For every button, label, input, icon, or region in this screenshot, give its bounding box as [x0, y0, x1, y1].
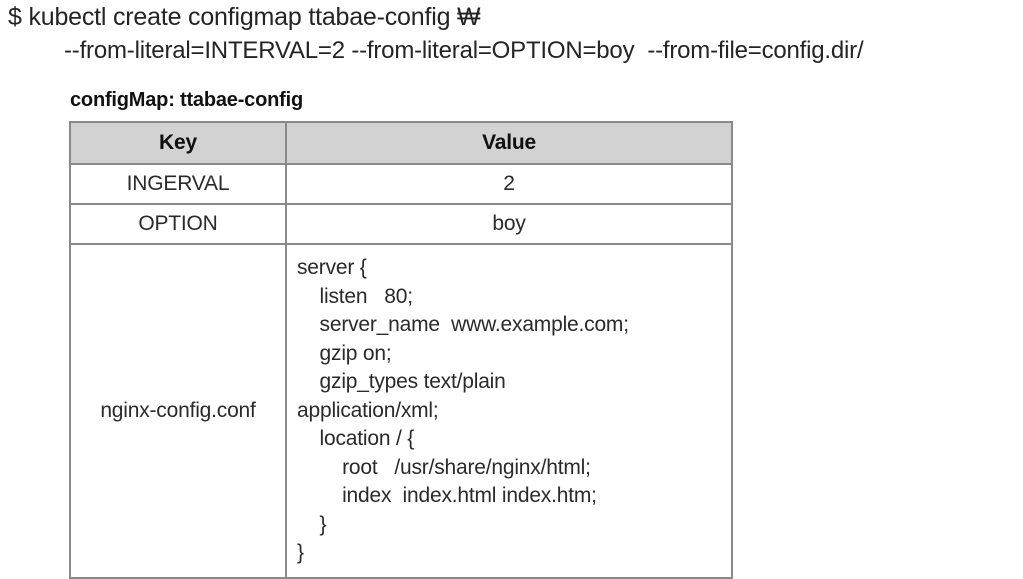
cell-key: OPTION [69, 203, 287, 245]
terminal-command-block: $ kubectl create configmap ttabae-config… [8, 0, 1018, 68]
column-header-key: Key [69, 121, 287, 165]
cell-key-filename: nginx-config.conf [69, 243, 287, 579]
table-row: INGERVAL 2 [69, 163, 733, 205]
cell-value: 2 [285, 163, 733, 205]
table-row: OPTION boy [69, 203, 733, 245]
cell-value-fileconfig: server { listen 80; server_name www.exam… [285, 243, 733, 579]
table-header-row: Key Value [69, 121, 733, 165]
configmap-table: Key Value INGERVAL 2 OPTION boy nginx-co… [69, 121, 733, 579]
configmap-caption: configMap: ttabae-config [70, 89, 303, 111]
cell-key: INGERVAL [69, 163, 287, 205]
table-row-file: nginx-config.conf server { listen 80; se… [69, 243, 733, 579]
terminal-command-line-2: --from-literal=INTERVAL=2 --from-literal… [64, 37, 864, 64]
cell-value: boy [285, 203, 733, 245]
nginx-config-content: server { listen 80; server_name www.exam… [297, 256, 629, 564]
terminal-command-line-1: $ kubectl create configmap ttabae-config… [8, 3, 481, 31]
configmap-table-container: Key Value INGERVAL 2 OPTION boy nginx-co… [69, 121, 733, 579]
column-header-value: Value [285, 121, 733, 165]
